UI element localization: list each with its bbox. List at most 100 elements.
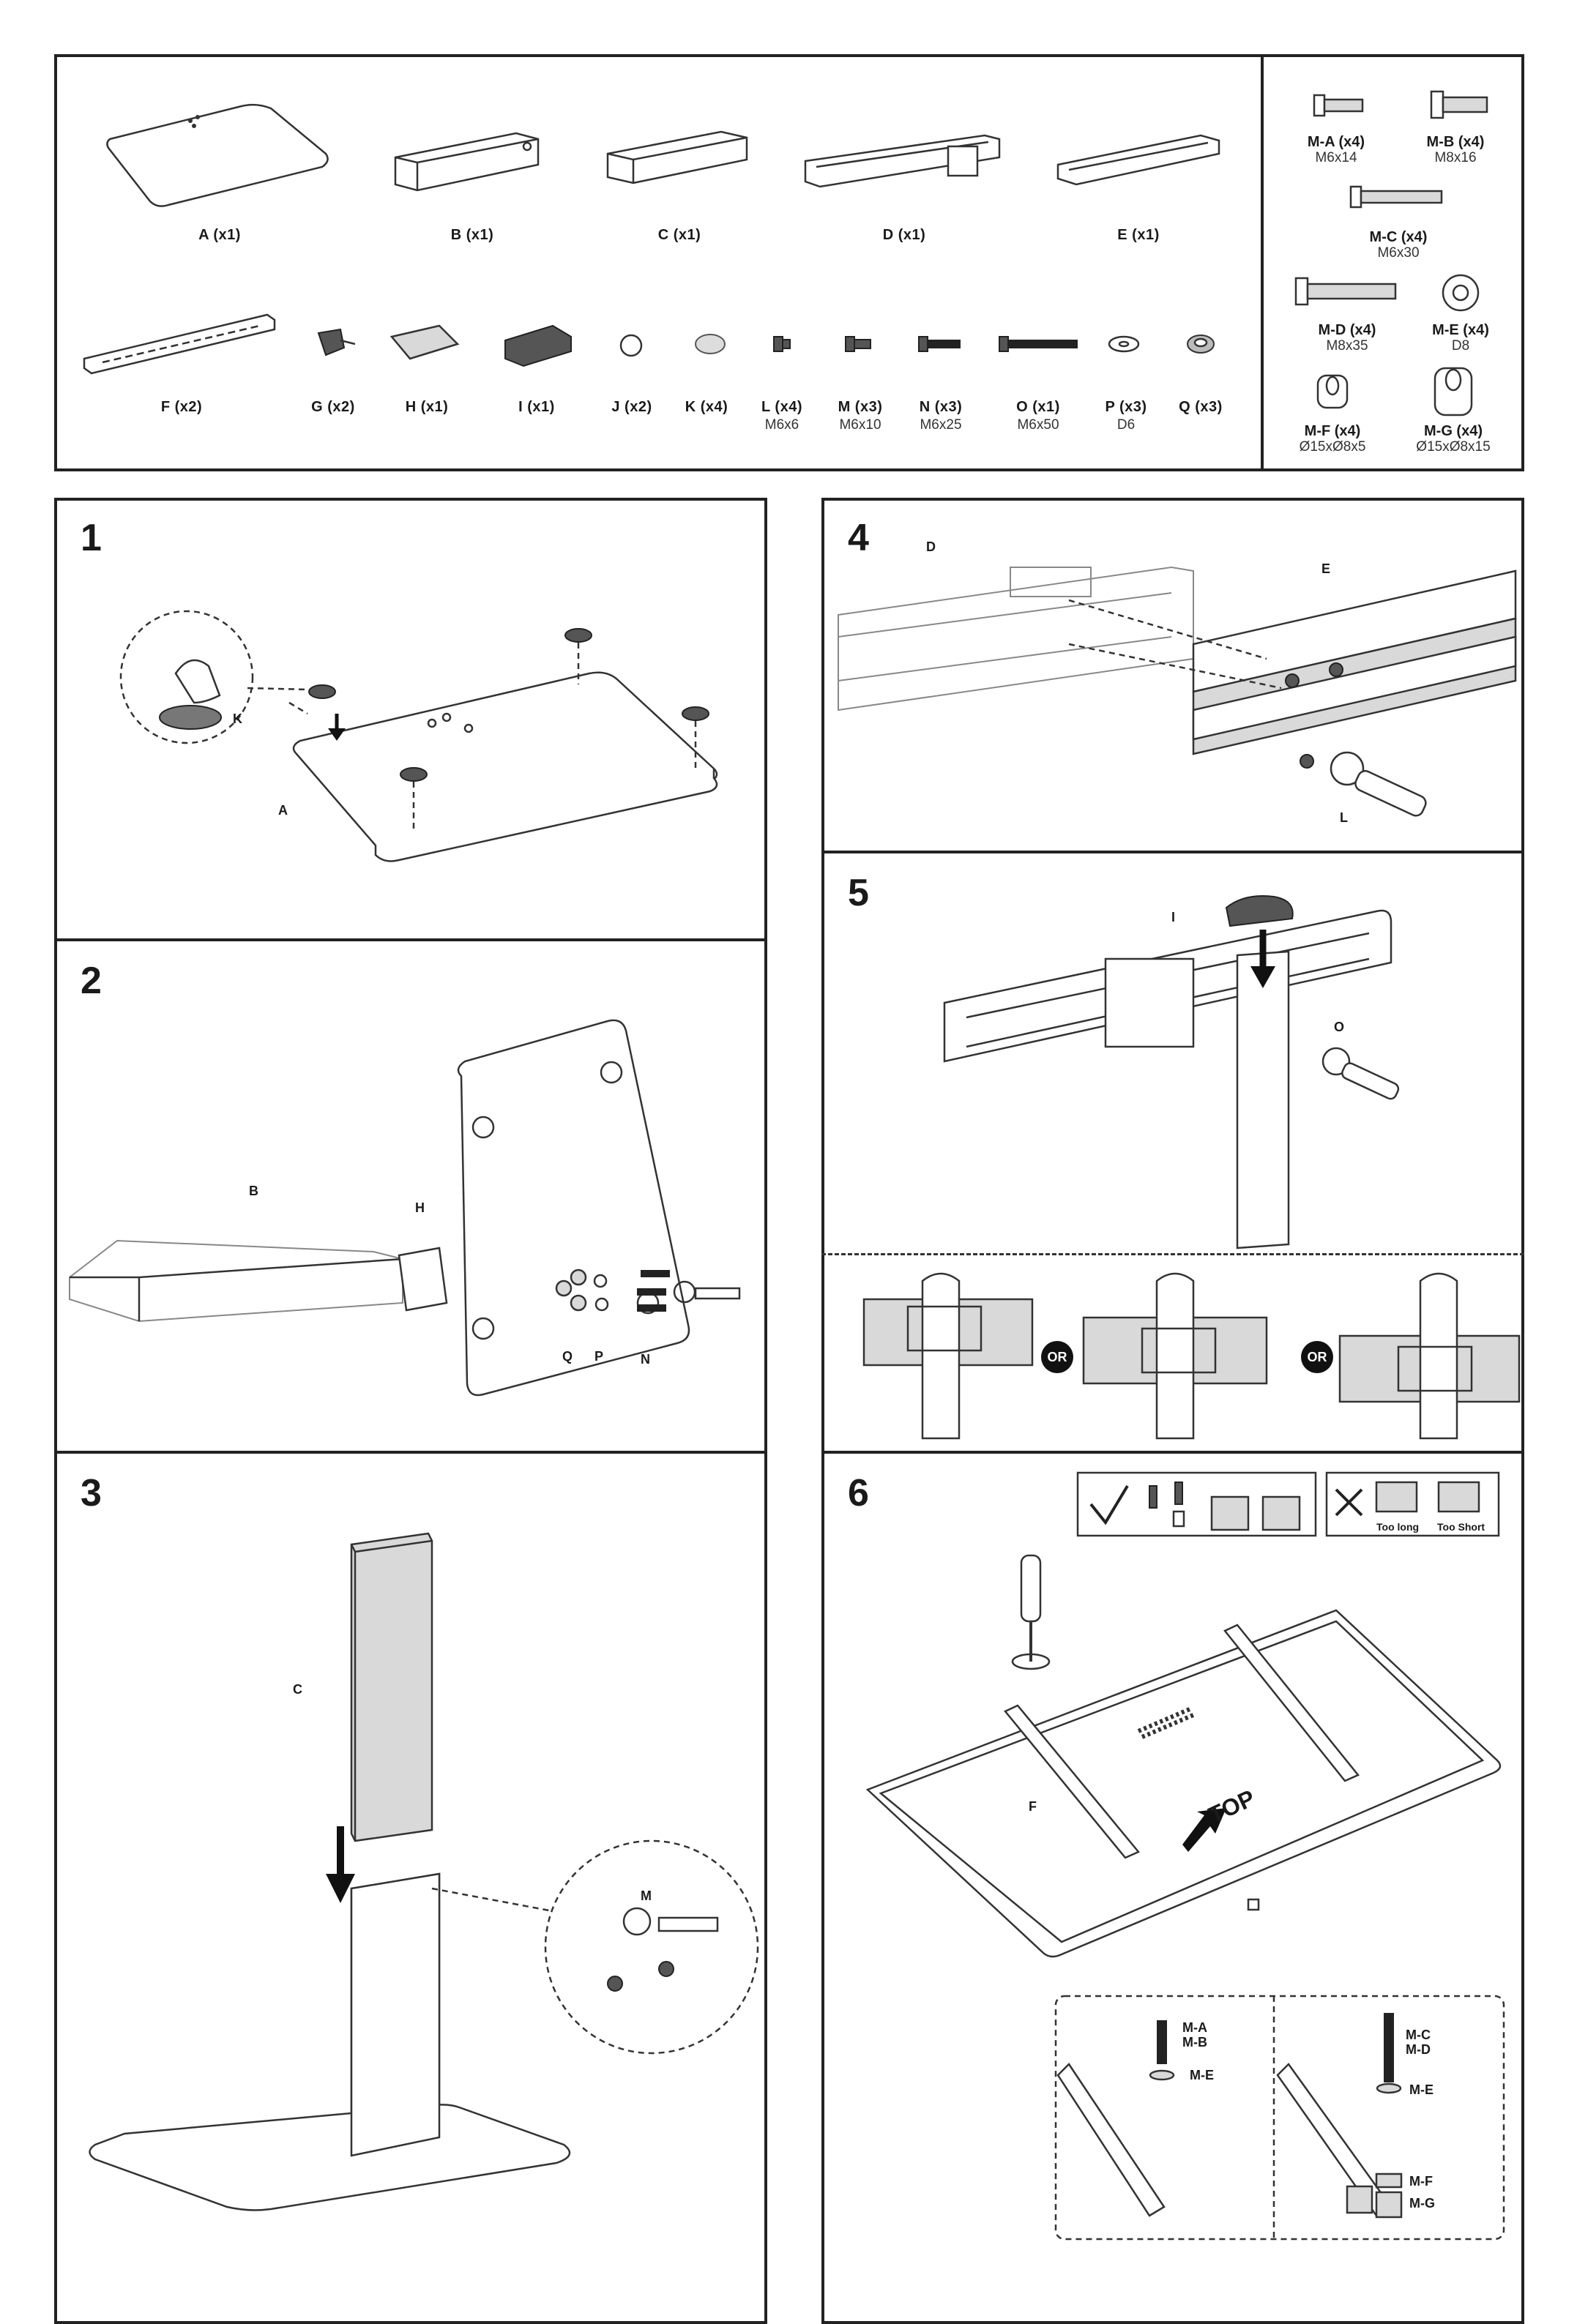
step2-callout-p: P bbox=[594, 1349, 604, 1364]
part-a-label: A (x1) bbox=[198, 227, 241, 243]
step6-too-short: Too Short bbox=[1437, 1521, 1485, 1533]
hw-mb-size: M8x16 bbox=[1434, 150, 1477, 165]
part-o-size: M6x50 bbox=[1017, 417, 1059, 433]
step3-callout-c: C bbox=[293, 1682, 302, 1697]
step4-screwdriver bbox=[1330, 751, 1427, 817]
step1-callout-a: A bbox=[278, 803, 288, 818]
hw-mg-spacer bbox=[1434, 367, 1473, 416]
hw-mc-screw bbox=[1349, 185, 1443, 209]
part-f-mounting-arm bbox=[83, 313, 276, 375]
step6-tv-panel bbox=[865, 1609, 1502, 1958]
step2-callout-b: B bbox=[249, 1184, 258, 1198]
part-b-lower-column bbox=[394, 132, 540, 192]
step4-rail-e bbox=[1068, 569, 1517, 769]
step6-detail-mb: M-B bbox=[1182, 2035, 1207, 2050]
part-c-upper-column bbox=[606, 130, 748, 184]
step2-plate-h bbox=[398, 1247, 448, 1312]
part-l-screw bbox=[773, 336, 791, 352]
part-k-label: K (x4) bbox=[685, 399, 728, 415]
step6-detail-mc: M-C bbox=[1406, 2028, 1431, 2042]
hw-mf-spacer bbox=[1316, 374, 1349, 409]
step5-assembly bbox=[943, 895, 1400, 1249]
step5-or-2: OR bbox=[1301, 1341, 1333, 1373]
step6-wrong-box bbox=[1325, 1471, 1500, 1537]
step1-callout-k: K bbox=[233, 711, 242, 726]
hw-mf-size: Ø15xØ8x5 bbox=[1299, 439, 1366, 455]
step6-detail-md: M-D bbox=[1406, 2042, 1431, 2057]
step5-or-1: OR bbox=[1041, 1341, 1073, 1373]
step5-divider bbox=[821, 1451, 1524, 1454]
step5-callout-i: I bbox=[1171, 910, 1176, 924]
part-l-label: L (x4) bbox=[761, 399, 802, 415]
hw-ma-screw bbox=[1313, 94, 1364, 117]
step6-screwdriver bbox=[1011, 1554, 1051, 1670]
part-p-label: P (x3) bbox=[1105, 399, 1147, 415]
hw-me-label: M-E (x4) bbox=[1432, 322, 1489, 338]
part-e-rail bbox=[1056, 134, 1220, 186]
step5-option-1 bbox=[862, 1272, 1034, 1440]
part-n-size: M6x25 bbox=[920, 417, 962, 433]
step6-detail-me-left: M-E bbox=[1190, 2068, 1214, 2082]
step4-bracket-d bbox=[838, 566, 1194, 711]
hw-md-size: M8x35 bbox=[1326, 338, 1368, 354]
hw-ma-size: M6x14 bbox=[1315, 150, 1357, 165]
part-p-washer bbox=[1108, 335, 1140, 353]
parts-list-panel bbox=[54, 54, 1524, 471]
part-m-screw bbox=[845, 336, 871, 352]
part-g-label: G (x2) bbox=[311, 399, 355, 415]
part-c-label: C (x1) bbox=[657, 227, 701, 243]
part-h-plate bbox=[389, 324, 460, 360]
part-o-screw bbox=[999, 336, 1078, 352]
part-e-label: E (x1) bbox=[1117, 227, 1160, 243]
part-j-knob bbox=[619, 334, 643, 357]
hw-mf-label: M-F (x4) bbox=[1304, 423, 1361, 439]
step1-pads bbox=[308, 628, 709, 833]
step1-base-plate bbox=[288, 671, 718, 862]
step1-divider bbox=[54, 938, 767, 941]
part-m-label: M (x3) bbox=[838, 399, 883, 415]
hw-mb-label: M-B (x4) bbox=[1426, 134, 1485, 150]
hw-mc-size: M6x30 bbox=[1377, 245, 1420, 261]
step2-number: 2 bbox=[81, 960, 102, 1002]
step5-option-3 bbox=[1338, 1272, 1521, 1440]
step2-callout-n: N bbox=[641, 1352, 650, 1367]
hw-ma-label: M-A (x4) bbox=[1307, 134, 1365, 150]
step5-option-2 bbox=[1082, 1272, 1268, 1440]
part-d-label: D (x1) bbox=[882, 227, 926, 243]
step4-number: 4 bbox=[848, 517, 869, 559]
step5-callout-o: O bbox=[1334, 1020, 1345, 1034]
step2-base-plate bbox=[457, 1019, 690, 1397]
step5-number: 5 bbox=[848, 872, 869, 914]
hw-md-screw bbox=[1294, 277, 1397, 306]
hw-me-size: D8 bbox=[1451, 338, 1470, 354]
step3-callout-m: M bbox=[641, 1888, 652, 1903]
part-k-pad bbox=[695, 334, 726, 354]
hw-me-washer bbox=[1442, 274, 1480, 312]
part-d-tv-bracket bbox=[804, 134, 1001, 188]
hw-mc-label: M-C (x4) bbox=[1369, 229, 1428, 245]
part-m-size: M6x10 bbox=[839, 417, 881, 433]
hw-mg-size: Ø15xØ8x15 bbox=[1416, 439, 1491, 455]
part-g-clip bbox=[317, 328, 356, 356]
step6-detail-me-right: M-E bbox=[1409, 2082, 1434, 2097]
step2-callout-h: H bbox=[415, 1200, 425, 1215]
step3-number: 3 bbox=[81, 1472, 102, 1514]
step6-detail-mg: M-G bbox=[1409, 2196, 1435, 2211]
step3-stand bbox=[89, 1872, 571, 2211]
part-p-size: D6 bbox=[1116, 417, 1136, 433]
step2-lower-column bbox=[69, 1239, 403, 1323]
step1-magnifier bbox=[119, 610, 308, 744]
part-j-label: J (x2) bbox=[611, 399, 652, 415]
part-i-label: I (x1) bbox=[518, 399, 555, 415]
hw-mg-label: M-G (x4) bbox=[1424, 423, 1483, 439]
step2-callout-q: Q bbox=[562, 1349, 573, 1364]
step4-callout-d: D bbox=[926, 539, 936, 554]
step4-callout-l: L bbox=[1340, 810, 1348, 825]
step6-detail-mf: M-F bbox=[1409, 2174, 1433, 2189]
step6-correct-box bbox=[1076, 1471, 1317, 1537]
hw-mb-screw bbox=[1430, 90, 1488, 119]
part-l-size: M6x6 bbox=[764, 417, 799, 433]
step4-callout-e: E bbox=[1321, 561, 1331, 576]
part-h-label: H (x1) bbox=[405, 399, 449, 415]
part-q-nut bbox=[1187, 335, 1215, 354]
